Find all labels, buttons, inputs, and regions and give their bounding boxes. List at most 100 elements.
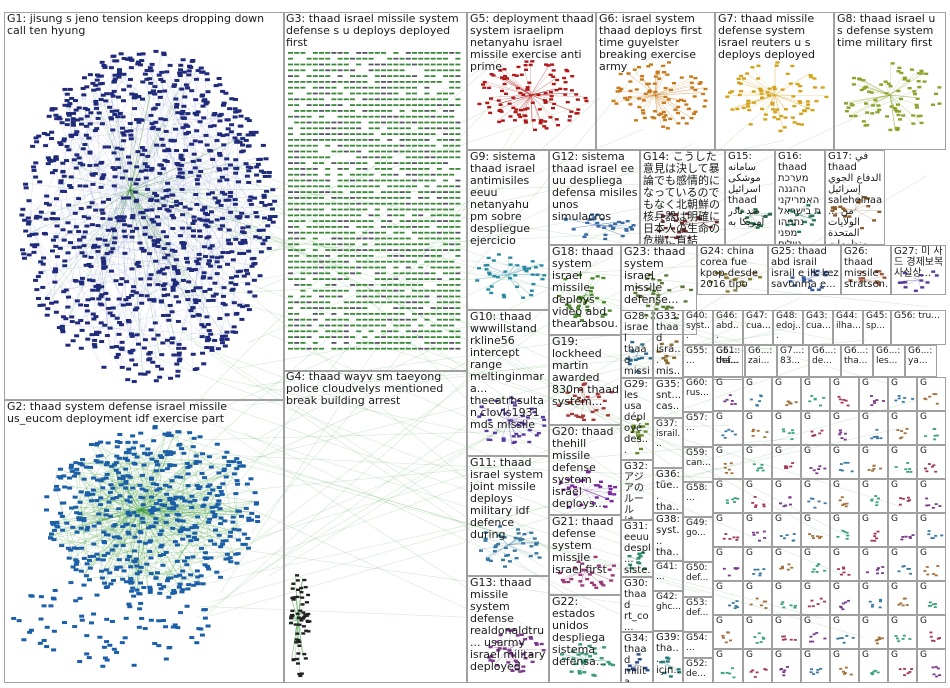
edge bbox=[207, 124, 218, 169]
edge bbox=[69, 506, 113, 524]
edge bbox=[131, 461, 196, 576]
edge bbox=[180, 505, 210, 527]
edge bbox=[122, 251, 149, 274]
edge bbox=[71, 546, 169, 577]
edge bbox=[160, 552, 201, 583]
edge bbox=[109, 459, 194, 466]
edge bbox=[139, 509, 209, 557]
edge bbox=[215, 502, 234, 553]
edge bbox=[129, 189, 174, 296]
edge bbox=[129, 102, 175, 191]
edge bbox=[101, 118, 140, 263]
edge bbox=[115, 115, 131, 191]
edge bbox=[149, 62, 217, 348]
edge bbox=[91, 444, 191, 477]
edge bbox=[207, 149, 253, 279]
edge bbox=[139, 498, 158, 511]
edge bbox=[127, 177, 237, 217]
edge bbox=[54, 524, 162, 554]
edge bbox=[129, 189, 207, 263]
edge bbox=[137, 509, 141, 593]
edge bbox=[99, 496, 205, 577]
edge bbox=[201, 157, 264, 246]
edge bbox=[97, 189, 131, 303]
edge bbox=[137, 509, 141, 582]
edge bbox=[70, 450, 168, 527]
edge bbox=[72, 211, 162, 288]
edge bbox=[59, 530, 126, 545]
edge bbox=[77, 511, 124, 524]
edge bbox=[249, 196, 253, 258]
edge bbox=[103, 451, 148, 477]
edge bbox=[103, 476, 177, 514]
edge bbox=[101, 262, 110, 346]
edge bbox=[81, 477, 255, 502]
edge bbox=[137, 472, 186, 593]
edge bbox=[93, 106, 191, 307]
edge bbox=[176, 445, 191, 520]
edge bbox=[100, 259, 169, 377]
edge bbox=[120, 115, 206, 340]
edge bbox=[90, 245, 124, 299]
edge bbox=[140, 80, 268, 219]
edge bbox=[57, 241, 138, 248]
edge bbox=[226, 149, 242, 229]
edge bbox=[199, 180, 237, 324]
edge bbox=[103, 476, 196, 583]
edge bbox=[122, 187, 146, 252]
edge bbox=[142, 270, 157, 339]
edge bbox=[139, 444, 207, 521]
edge bbox=[246, 318, 728, 388]
edge bbox=[103, 569, 181, 587]
edge bbox=[103, 473, 141, 587]
edge bbox=[139, 509, 201, 583]
edge bbox=[64, 92, 185, 133]
edge bbox=[164, 171, 180, 182]
edge bbox=[77, 238, 148, 253]
edge bbox=[173, 467, 223, 496]
edge bbox=[170, 504, 201, 528]
edge bbox=[20, 207, 152, 299]
edge bbox=[119, 280, 174, 347]
edge bbox=[139, 505, 151, 511]
edge bbox=[193, 452, 201, 455]
edge bbox=[129, 189, 255, 216]
edge bbox=[185, 501, 255, 529]
edge bbox=[161, 52, 230, 98]
edge bbox=[121, 144, 247, 216]
edge bbox=[121, 189, 131, 197]
edge bbox=[131, 539, 173, 560]
edge bbox=[263, 55, 503, 262]
edge bbox=[119, 113, 149, 177]
edge bbox=[100, 161, 128, 201]
edge bbox=[129, 189, 187, 281]
edge bbox=[148, 69, 253, 279]
edge bbox=[29, 161, 34, 244]
edge bbox=[147, 527, 183, 540]
edge bbox=[112, 109, 237, 169]
edge bbox=[83, 465, 124, 487]
edge bbox=[155, 240, 181, 284]
edge bbox=[53, 155, 74, 280]
edge bbox=[77, 461, 203, 477]
edge bbox=[103, 99, 226, 263]
edge bbox=[128, 570, 138, 578]
edge bbox=[91, 476, 121, 525]
edge bbox=[113, 51, 162, 346]
edge bbox=[129, 189, 183, 206]
edge bbox=[115, 471, 138, 541]
edge bbox=[26, 199, 160, 301]
edge bbox=[121, 73, 187, 216]
edge bbox=[26, 70, 118, 254]
edge bbox=[44, 228, 261, 298]
edge bbox=[72, 430, 188, 496]
edge bbox=[125, 57, 195, 114]
edge bbox=[96, 509, 141, 513]
edge bbox=[83, 509, 141, 575]
edge bbox=[113, 468, 217, 534]
edge bbox=[139, 509, 178, 530]
edge bbox=[53, 72, 144, 245]
edge bbox=[176, 178, 225, 354]
edge bbox=[90, 245, 206, 337]
